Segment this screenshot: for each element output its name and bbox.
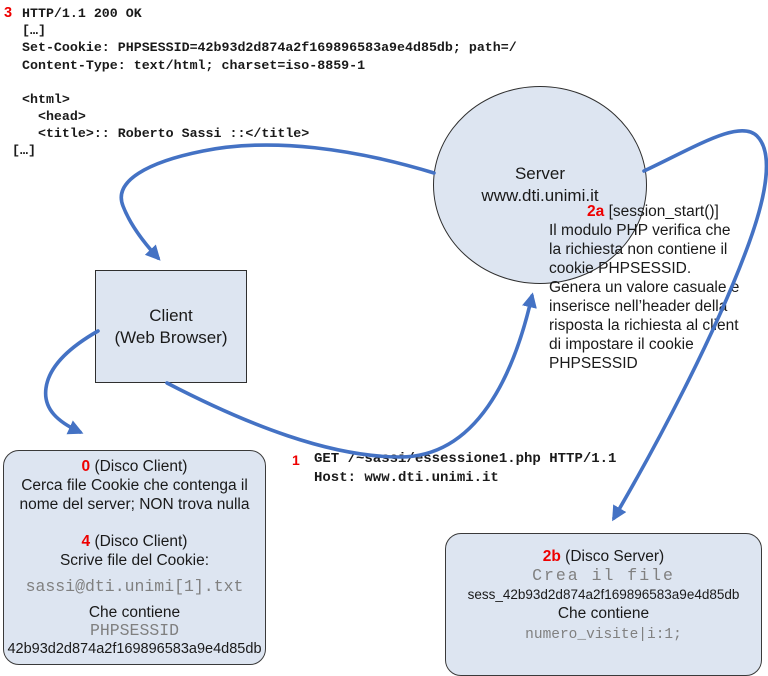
- http-response-line: […]: [22, 23, 46, 39]
- server-label: Server: [514, 164, 566, 183]
- step-2a-body-line: la richiesta non contiene il: [549, 241, 728, 258]
- http-response-line: […]: [12, 143, 36, 159]
- step-2a-title-line: 2a [session_start()]: [549, 202, 768, 221]
- step-0-suffix: (Disco Client): [90, 458, 188, 475]
- client-node: Client (Web Browser): [95, 270, 247, 383]
- step-4-number: 4: [81, 533, 91, 550]
- disco-client-box: 0 (Disco Client) Cerca file Cookie che c…: [3, 450, 266, 665]
- step-2a-body-line: di impostare il cookie: [549, 336, 694, 353]
- server-node: Server www.dti.unimi.it: [433, 86, 647, 284]
- step-2b-suffix: (Disco Server): [560, 548, 665, 565]
- session-filename: sess_42b93d2d874a2f169896583a9e4d85db: [467, 587, 740, 602]
- step-0-heading: 0 (Disco Client): [4, 457, 265, 476]
- step-2a-number: 2a: [587, 203, 605, 220]
- disco-client-search-line: Cerca file Cookie che contenga il: [21, 477, 248, 494]
- step-2a-body-line: cookie PHPSESSID.: [549, 260, 692, 277]
- client-sublabel: (Web Browser): [114, 327, 228, 347]
- disco-server-box: 2b (Disco Server) Crea il file sess_42b9…: [445, 533, 762, 676]
- http-response-text: HTTP/1.1 200 OK […] Set-Cookie: PHPSESSI…: [12, 5, 517, 160]
- step-2a-body-line: PHPSESSID: [549, 355, 638, 372]
- disco-server-create-line: Crea il file: [532, 566, 675, 585]
- http-response-line: [22, 74, 517, 91]
- step-2a-function: [session_start()]: [608, 203, 719, 220]
- disco-server-contains-label: Che contiene: [557, 605, 650, 622]
- step-2a-body-line: risposta la richiesta al client: [549, 317, 739, 334]
- step-2b-heading: 2b (Disco Server): [446, 547, 761, 566]
- step-2a-body-line: Genera un valore casuale e: [549, 279, 740, 296]
- http-response-line: <html>: [22, 91, 70, 107]
- step-0-number: 0: [81, 458, 91, 475]
- cookie-filename: sassi@dti.unimi[1].txt: [25, 577, 244, 596]
- http-response-line: Set-Cookie: PHPSESSID=42b93d2d874a2f1698…: [22, 40, 517, 56]
- http-request-line: GET /~sassi/essessione1.php HTTP/1.1: [314, 451, 617, 467]
- http-response-line: HTTP/1.1 200 OK: [22, 6, 142, 21]
- http-response-line: <head>: [22, 109, 86, 125]
- step-4-suffix: (Disco Client): [90, 533, 188, 550]
- step-4-heading: 4 (Disco Client): [4, 532, 265, 551]
- step-2b-number: 2b: [542, 548, 561, 565]
- cookie-content-key: PHPSESSID: [89, 621, 180, 640]
- session-file-content: numero_visite|i:1;: [525, 627, 682, 643]
- step-3-number: 3: [4, 5, 13, 21]
- arrow-client-to-disco-client: [43, 329, 100, 435]
- http-request-text: GET /~sassi/essessione1.php HTTP/1.1 Hos…: [314, 450, 616, 487]
- disco-client-contains-label: Che contiene: [88, 604, 181, 621]
- disco-client-write-line: Scrive file del Cookie:: [59, 552, 210, 569]
- http-response-line: <title>:: Roberto Sassi ::</title>: [22, 126, 310, 142]
- cookie-content-value: 42b93d2d874a2f169896583a9e4d85db: [7, 641, 262, 657]
- arrow-response-server-to-client: [119, 143, 436, 261]
- step-2a-body-line: inserisce nell’header della: [549, 298, 728, 315]
- http-response-line: Content-Type: text/html; charset=iso-885…: [22, 57, 366, 73]
- server-hostname: www.dti.unimi.it: [481, 186, 599, 205]
- disco-client-search-line: nome del server; NON trova nulla: [19, 496, 250, 513]
- step-1-number: 1: [292, 452, 300, 468]
- http-request-line: Host: www.dti.unimi.it: [314, 469, 499, 486]
- client-label: Client: [149, 305, 193, 325]
- step-2a-note: 2a [session_start()] Il modulo PHP verif…: [549, 202, 768, 373]
- step-2a-body-line: Il modulo PHP verifica che: [549, 222, 731, 239]
